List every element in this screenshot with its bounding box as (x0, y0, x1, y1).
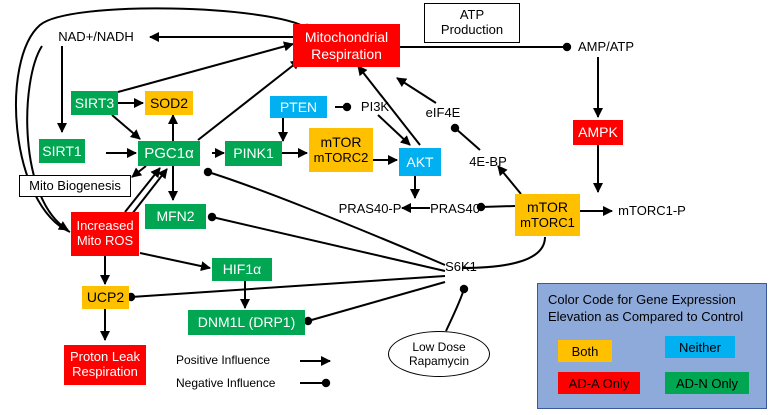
node-s6k1: S6K1 (445, 258, 477, 274)
edge-sirt3-resp (117, 41, 294, 93)
node-pten: PTEN (270, 96, 327, 118)
node-proton-leak: Proton Leak Respiration (64, 345, 146, 385)
node-nad-nadh: NAD+/NADH (58, 28, 134, 44)
legend-title: Color Code for Gene Expression Elevation… (548, 292, 744, 324)
edge-4ebp-eif4e (450, 123, 481, 151)
edge-ros-pgc1a-a (124, 167, 161, 213)
node-amp-atp: AMP/ATP (577, 38, 635, 54)
node-sirt3: SIRT3 (71, 91, 118, 115)
node-eif4e: eIF4E (425, 104, 461, 120)
color-legend: Color Code for Gene Expression Elevation… (537, 283, 767, 409)
legend-swatch-ad-a-only: AD-A Only (558, 372, 640, 394)
node-mito-respiration: Mitochondrial Respiration (293, 24, 400, 67)
edge-s6k1-ucp2 (126, 275, 446, 302)
edge-mtorc1-4ebp (497, 165, 522, 195)
edge-eif4e-resp (396, 77, 437, 104)
node-sod2: SOD2 (145, 91, 193, 115)
edge-s6k1-dnm1l (303, 281, 446, 326)
edge-pgc1a-resp (197, 59, 301, 141)
node-mtorc2: mTOR mTORC2 (309, 128, 373, 172)
node-mito-ros: Increased Mito ROS (71, 212, 139, 256)
node-mfn2: MFN2 (145, 204, 206, 229)
legend-swatch-neither: Neither (665, 336, 735, 358)
node-pi3k: PI3K (360, 98, 390, 114)
edge-mtorc1-s6k1 (461, 236, 546, 269)
mtorc2-line2: mTORC2 (313, 149, 369, 165)
edge-s6k1-mfn2 (207, 212, 446, 272)
node-4ebp: 4E-BP (469, 153, 507, 169)
edge-pi3k-akt (377, 114, 411, 146)
edge-sirt3-pgc1a (111, 114, 141, 140)
edge-ros-pgc1a-b (131, 168, 168, 215)
edge-mtorc1-pras40 (476, 202, 516, 212)
key-positive-label: Positive Influence (176, 353, 271, 367)
node-pras40-p: PRAS40-P (338, 200, 402, 216)
mtorc1-line1: mTOR (527, 199, 568, 216)
edge-nad-ros (26, 45, 69, 231)
mtorc1-line2: mTORC1 (520, 214, 575, 230)
node-hif1a: HIF1α (212, 258, 272, 281)
edge-pgc1a-bio (131, 165, 147, 178)
key-negative-label: Negative Influence (176, 376, 276, 390)
node-pink1: PINK1 (225, 141, 282, 166)
node-atp-production: ATP Production (424, 3, 520, 43)
node-low-dose-rapamycin: Low Dose Rapamycin (388, 331, 490, 377)
node-ucp2: UCP2 (82, 286, 129, 309)
node-mtorc1: mTOR mTORC1 (515, 194, 580, 236)
node-pgc1a: PGC1α (138, 141, 200, 166)
edge-rapamycin-s6k1 (445, 284, 469, 332)
legend-swatch-both: Both (558, 340, 612, 362)
node-dnm1l: DNM1L (DRP1) (188, 310, 305, 335)
node-ampk: AMPK (573, 120, 623, 145)
edge-ros-hif1a (139, 252, 211, 272)
legend-swatch-ad-n-only: AD-N Only (665, 372, 749, 394)
mtorc2-line1: mTOR (320, 134, 362, 151)
node-mito-biogenesis: Mito Biogenesis (19, 175, 131, 197)
edge-s6k1-pgc1a (203, 167, 446, 266)
node-akt: AKT (399, 148, 441, 176)
node-sirt1: SIRT1 (39, 139, 85, 163)
node-pras40: PRAS40 (430, 200, 480, 216)
edge-akt-resp (357, 65, 421, 146)
node-mtorc1-p: mTORC1-P (618, 202, 686, 218)
